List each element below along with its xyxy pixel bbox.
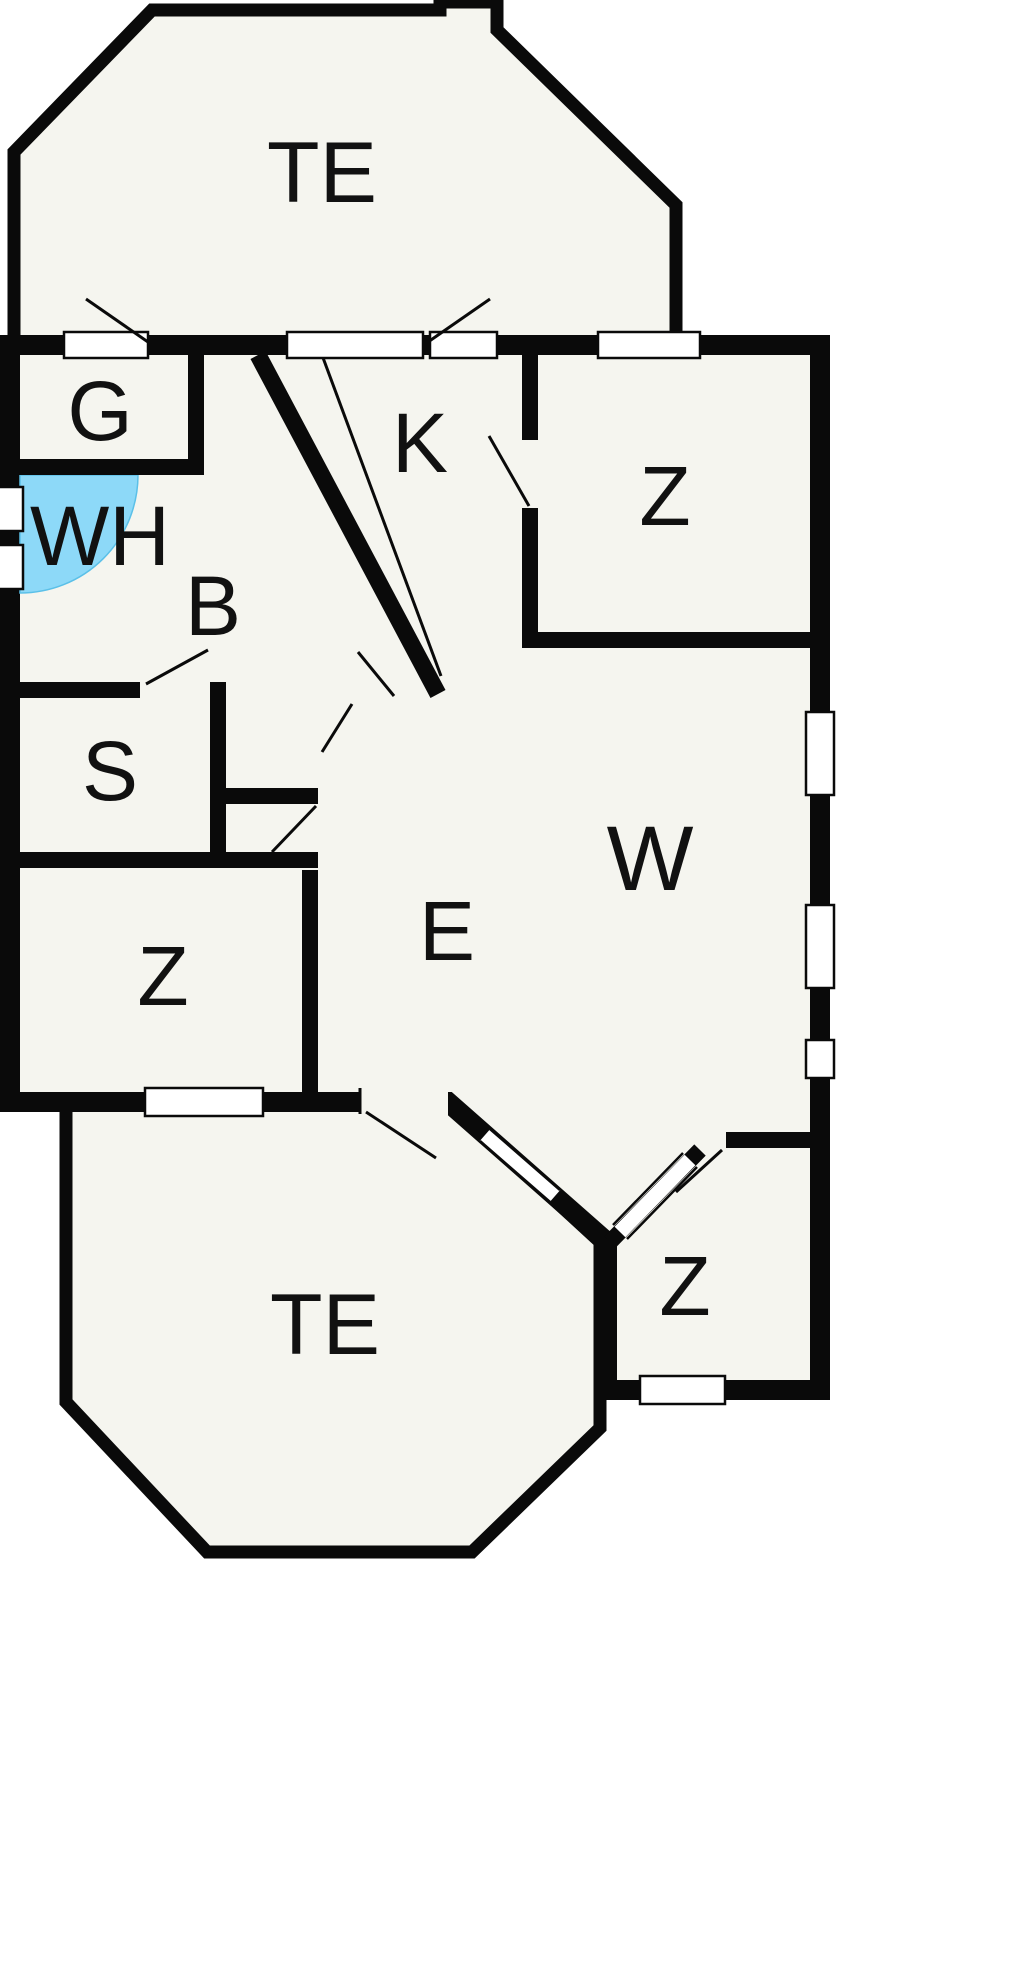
wall-segment-z-br-top bbox=[726, 1132, 820, 1148]
door-swing-s bbox=[145, 648, 209, 686]
window-e-diagonal-edge bbox=[489, 1128, 561, 1191]
room-label-terrace-bottom: TE bbox=[270, 1277, 380, 1373]
room-label-wh: WH bbox=[30, 489, 170, 583]
window-wh-left-upper bbox=[0, 485, 25, 533]
window-z-br-bottom bbox=[638, 1374, 727, 1406]
room-label-z-bottom-right: Z bbox=[659, 1239, 710, 1333]
house-outline bbox=[0, 335, 830, 1400]
room-label-g: G bbox=[67, 364, 132, 458]
room-label-z-top-right: Z bbox=[639, 449, 690, 543]
wall-segment-e-left bbox=[302, 870, 318, 1102]
window-z-bl-bottom bbox=[143, 1086, 265, 1118]
room-label-e: E bbox=[419, 884, 475, 978]
wall-segment-g-bottom bbox=[0, 459, 204, 475]
room-labels: TE G K Z WH B S Z E W TE Z bbox=[30, 125, 711, 1373]
room-label-s: S bbox=[82, 724, 138, 818]
window-z-tr-top bbox=[596, 330, 702, 360]
door-swing-k-hall-lower bbox=[320, 703, 354, 753]
shower-quarter-circle bbox=[19, 474, 139, 594]
windows bbox=[0, 330, 836, 1406]
door-swing-z-br bbox=[674, 1148, 724, 1194]
window-w-right-lower bbox=[804, 1038, 836, 1080]
wall-segment-k-right-upper bbox=[522, 345, 538, 440]
window-e-diagonal bbox=[479, 1128, 561, 1203]
doorway-terrace-bottom bbox=[360, 1086, 448, 1116]
wall-segment-g-right bbox=[188, 345, 204, 475]
window-z-br-diagonal-edge bbox=[626, 1166, 698, 1240]
door-swing-z-tr bbox=[487, 435, 531, 507]
room-label-terrace-top: TE bbox=[267, 125, 377, 221]
window-z-br-diagonal-edge bbox=[612, 1152, 684, 1226]
window-w-right-middle bbox=[804, 903, 836, 990]
room-label-w: W bbox=[607, 808, 694, 910]
wall-segment-hall bbox=[226, 788, 318, 804]
room-label-b: B bbox=[185, 559, 241, 653]
door-swings bbox=[85, 297, 724, 1194]
window-wh-left-lower bbox=[0, 543, 25, 591]
wall-diagonal-k bbox=[250, 351, 446, 698]
window-top-a bbox=[285, 330, 425, 360]
wall-diagonal-k-inner-line bbox=[320, 354, 443, 677]
wall-segment-k-right-lower bbox=[522, 508, 538, 648]
window-top-b bbox=[428, 330, 499, 360]
window-e-diagonal-edge bbox=[479, 1140, 551, 1203]
door-swing-k-hall-upper bbox=[356, 651, 396, 697]
room-label-z-bottom-left: Z bbox=[137, 929, 188, 1023]
wall-segment-z-bl-top bbox=[0, 852, 318, 868]
wall-segment-s-right bbox=[210, 682, 226, 868]
window-g-top bbox=[62, 330, 150, 360]
door-swing-terrace-top-right bbox=[427, 297, 491, 344]
wall-segment-s-top bbox=[0, 682, 140, 698]
window-z-br-diagonal bbox=[614, 1154, 696, 1238]
door-swing-hall-e bbox=[270, 804, 318, 854]
door-swing-terrace-top-left bbox=[85, 297, 149, 344]
room-label-k: K bbox=[392, 396, 448, 490]
door-swing-terrace-bottom bbox=[365, 1110, 437, 1160]
window-w-right-upper bbox=[804, 710, 836, 797]
wall-segment-z-tr-bottom bbox=[522, 632, 820, 648]
